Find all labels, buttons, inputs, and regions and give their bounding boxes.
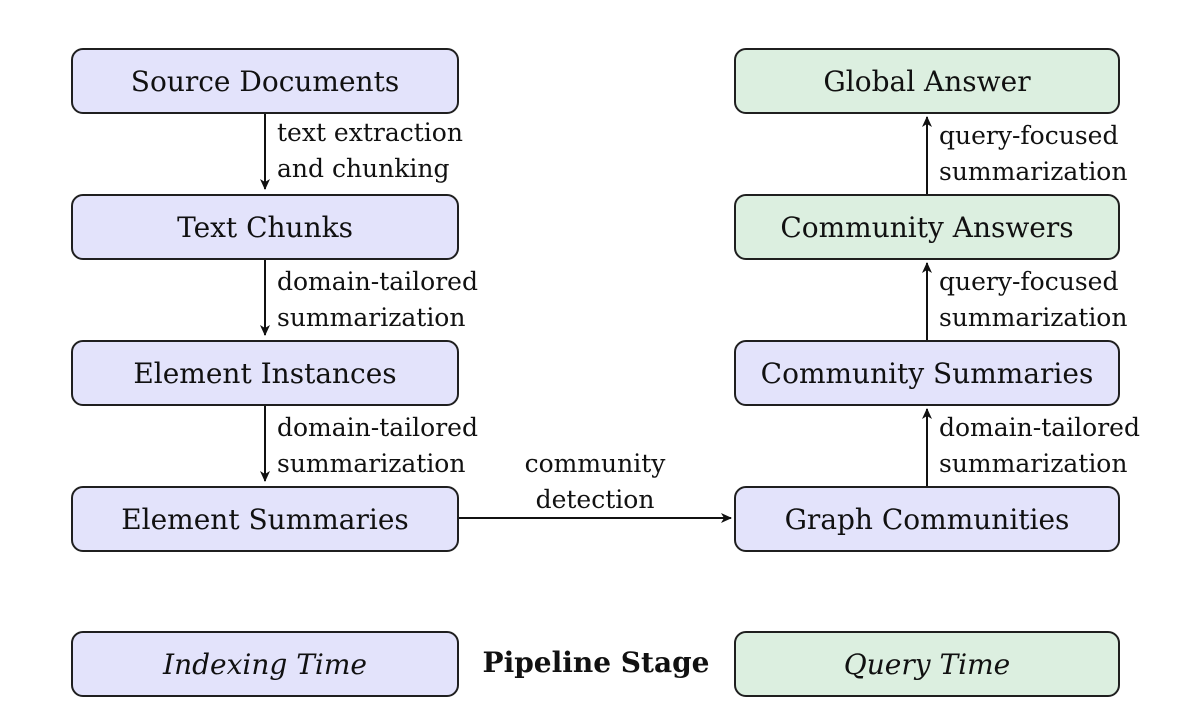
source-documents-node: Source Documents: [71, 48, 459, 114]
edge-label-line: summarization: [939, 449, 1128, 478]
edge-label-line: detection: [535, 485, 655, 514]
edge-label-line: summarization: [939, 157, 1128, 186]
global-answer-node: Global Answer: [734, 48, 1120, 114]
edge-label-community-detection: community detection: [495, 446, 695, 518]
edge-label-query-focused-2: query-focused summarization: [939, 264, 1127, 336]
edge-label-domain-tailored-2: domain-tailored summarization: [277, 410, 478, 482]
edge-label-text-extraction: text extraction and chunking: [277, 115, 463, 187]
legend-indexing-time: Indexing Time: [71, 631, 459, 697]
edge-label-line: domain-tailored: [939, 413, 1140, 442]
text-chunks-node: Text Chunks: [71, 194, 459, 260]
edge-label-domain-tailored-1: domain-tailored summarization: [277, 264, 478, 336]
edge-label-domain-tailored-3: domain-tailored summarization: [939, 410, 1140, 482]
edge-label-query-focused-1: query-focused summarization: [939, 118, 1127, 190]
edge-label-line: query-focused: [939, 121, 1119, 150]
edge-label-line: domain-tailored: [277, 413, 478, 442]
edge-label-line: summarization: [939, 303, 1128, 332]
legend-query-time: Query Time: [734, 631, 1120, 697]
element-instances-node: Element Instances: [71, 340, 459, 406]
edge-label-line: summarization: [277, 303, 466, 332]
element-summaries-node: Element Summaries: [71, 486, 459, 552]
community-summaries-node: Community Summaries: [734, 340, 1120, 406]
community-answers-node: Community Answers: [734, 194, 1120, 260]
edge-label-line: text extraction: [277, 118, 463, 147]
graph-communities-node: Graph Communities: [734, 486, 1120, 552]
edge-label-line: domain-tailored: [277, 267, 478, 296]
edge-label-line: summarization: [277, 449, 466, 478]
legend-pipeline-stage: Pipeline Stage: [482, 645, 710, 679]
edge-label-line: community: [524, 449, 666, 478]
edge-label-line: and chunking: [277, 154, 450, 183]
edge-label-line: query-focused: [939, 267, 1119, 296]
